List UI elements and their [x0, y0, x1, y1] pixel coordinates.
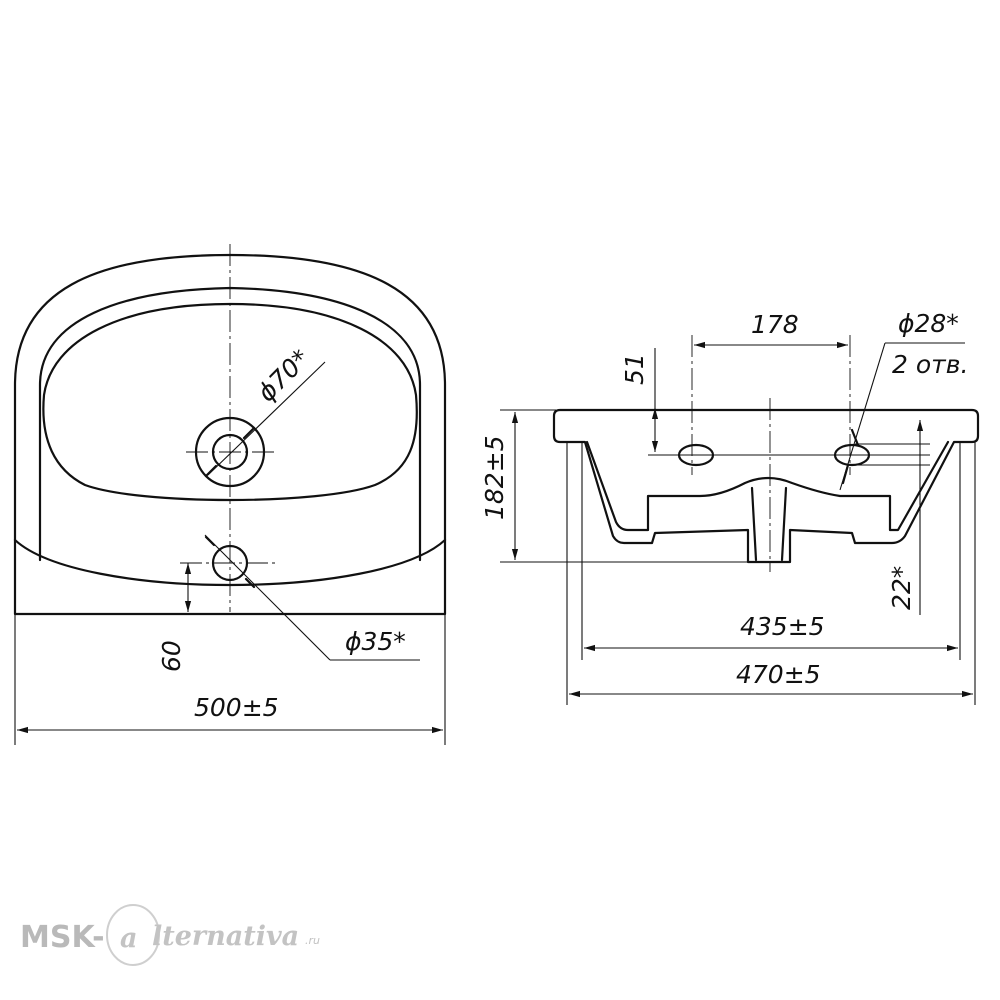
side-drain-outlet: [750, 486, 788, 562]
watermark-tld: .ru: [305, 934, 320, 947]
hole-height-label: 51: [620, 353, 649, 385]
drain-outer-ring: [194, 416, 266, 488]
drain-diameter-arrows: [204, 426, 256, 478]
side-outer-contour: [552, 408, 980, 564]
depth-label: 470±5: [736, 660, 821, 689]
tap-diameter-leader: [204, 534, 331, 661]
drain-diameter-label: ϕ70*: [252, 344, 316, 408]
plan-view: ϕ70* ϕ35* 60 500±5: [13, 244, 447, 745]
watermark-suffix: lternativa: [152, 921, 299, 952]
watermark-at-letter: a: [120, 923, 138, 954]
tap-diameter-label: ϕ35*: [345, 627, 406, 656]
hole-diameter-label: ϕ28*: [898, 309, 959, 338]
drain-hole: [211, 433, 249, 471]
watermark-logo: MSK- a lternativa .ru: [20, 904, 320, 966]
wall-gap-label: 22*: [887, 566, 916, 610]
drain-diameter-leader: [207, 361, 326, 476]
side-view: 178 ϕ28* 2 отв. 51 182±5 22* 435±5 470±5: [480, 309, 980, 705]
plan-width-label: 500±5: [194, 693, 279, 722]
hole-spacing-label: 178: [751, 310, 799, 339]
tap-diameter-arrows: [204, 535, 256, 589]
tap-offset-label: 60: [157, 640, 186, 672]
hole-count-label: 2 отв.: [892, 350, 968, 379]
hole-diameter-arrow: [841, 428, 860, 485]
plan-basin-bowl: [42, 302, 418, 502]
watermark-at-circle: [106, 904, 160, 966]
inner-width-label: 435±5: [740, 612, 825, 641]
height-label: 182±5: [480, 435, 509, 520]
side-bowl-inner: [585, 440, 950, 532]
watermark-brand: MSK-: [20, 920, 105, 955]
